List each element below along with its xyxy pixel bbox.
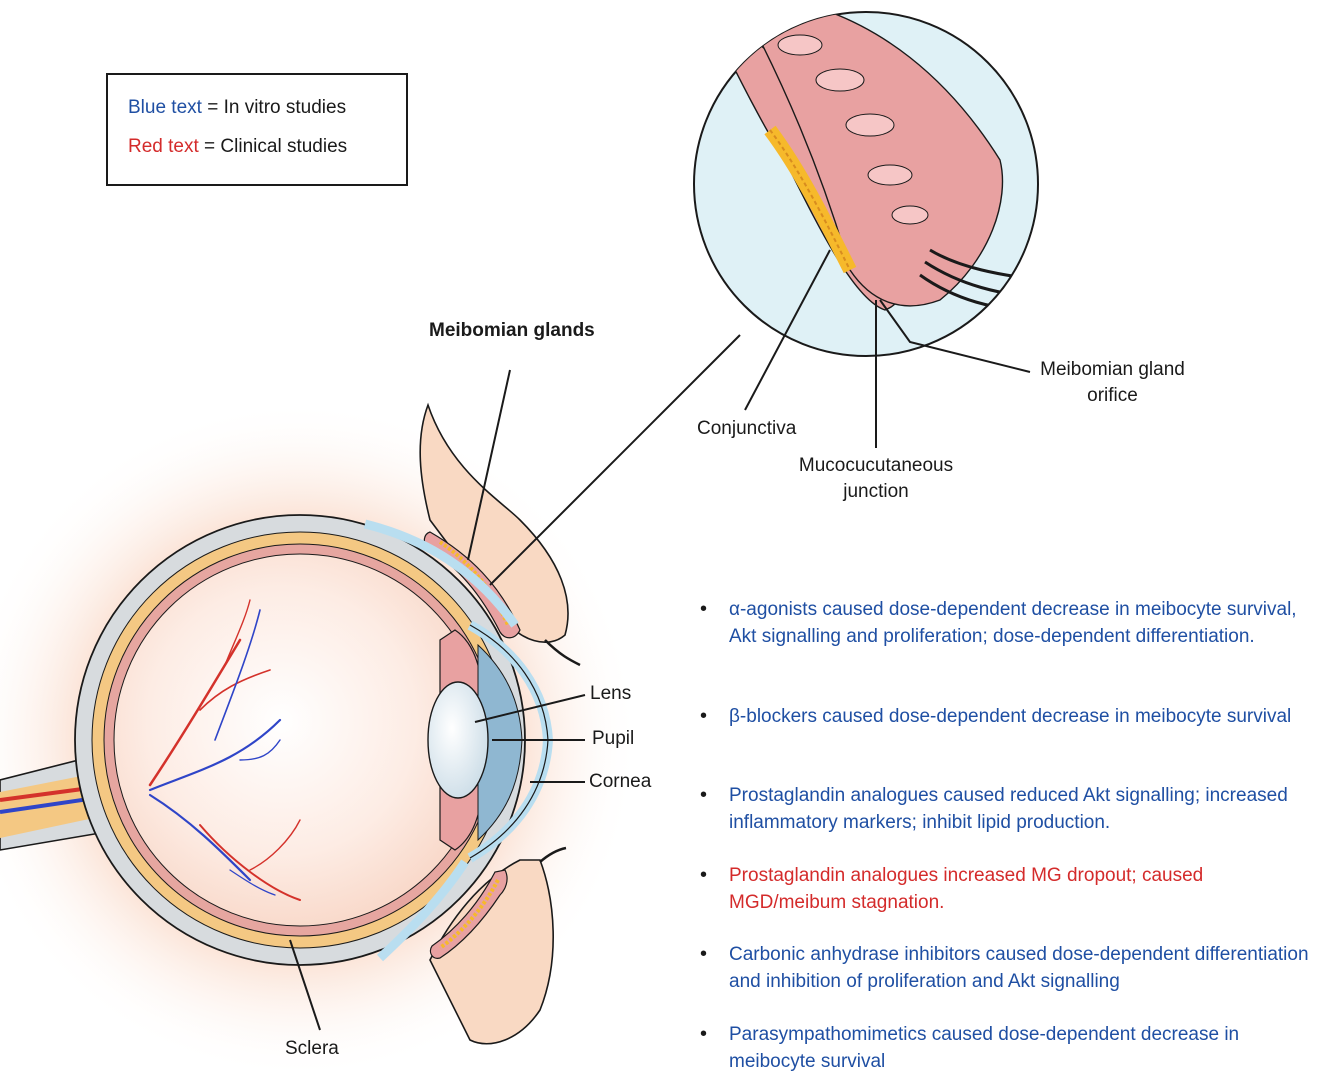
- finding-item: • α-agonists caused dose-dependent decre…: [700, 596, 1312, 650]
- lens: [428, 682, 488, 798]
- legend-red-key: Red text: [128, 136, 199, 157]
- finding-text: β-blockers caused dose-dependent decreas…: [729, 703, 1312, 730]
- label-meibomian-glands: Meibomian glands: [429, 318, 595, 344]
- bullet: •: [700, 782, 707, 809]
- finding-text: α-agonists caused dose-dependent decreas…: [729, 596, 1312, 650]
- finding-text: Prostaglandin analogues caused reduced A…: [729, 782, 1312, 836]
- finding-item: • β-blockers caused dose-dependent decre…: [700, 703, 1312, 730]
- label-meibomian-orifice-line1: Meibomian gland: [1030, 357, 1195, 383]
- label-cornea: Cornea: [589, 769, 651, 795]
- bullet: •: [700, 941, 707, 968]
- legend-row-clinical: Red text = Clinical studies: [128, 136, 347, 158]
- label-meibomian-orifice-line2: orifice: [1030, 383, 1195, 409]
- finding-item: • Prostaglandin analogues caused reduced…: [700, 782, 1312, 836]
- label-mucocutaneous-junction: Mucocucutaneous junction: [785, 453, 967, 505]
- label-meibomian-gland-orifice: Meibomian gland orifice: [1030, 357, 1195, 409]
- finding-item: • Parasympathomimetics caused dose-depen…: [700, 1021, 1312, 1075]
- bullet: •: [700, 1021, 707, 1048]
- finding-text: Parasympathomimetics caused dose-depende…: [729, 1021, 1312, 1075]
- legend-blue-key: Blue text: [128, 97, 202, 118]
- label-sclera: Sclera: [285, 1036, 339, 1062]
- legend-box: Blue text = In vitro studies Red text = …: [106, 73, 408, 186]
- legend-row-in-vitro: Blue text = In vitro studies: [128, 97, 346, 119]
- finding-item: • Carbonic anhydrase inhibitors caused d…: [700, 941, 1312, 995]
- finding-text: Prostaglandin analogues increased MG dro…: [729, 862, 1312, 916]
- label-pupil: Pupil: [592, 726, 634, 752]
- bullet: •: [700, 862, 707, 889]
- label-lens: Lens: [590, 681, 631, 707]
- legend-red-desc: = Clinical studies: [199, 136, 347, 157]
- label-conjunctiva: Conjunctiva: [697, 416, 796, 442]
- finding-text: Carbonic anhydrase inhibitors caused dos…: [729, 941, 1312, 995]
- bullet: •: [700, 703, 707, 730]
- bullet: •: [700, 596, 707, 623]
- finding-item: • Prostaglandin analogues increased MG d…: [700, 862, 1312, 916]
- label-mucocutaneous-line1: Mucocucutaneous: [785, 453, 967, 479]
- label-mucocutaneous-line2: junction: [785, 479, 967, 505]
- legend-blue-desc: = In vitro studies: [202, 97, 346, 118]
